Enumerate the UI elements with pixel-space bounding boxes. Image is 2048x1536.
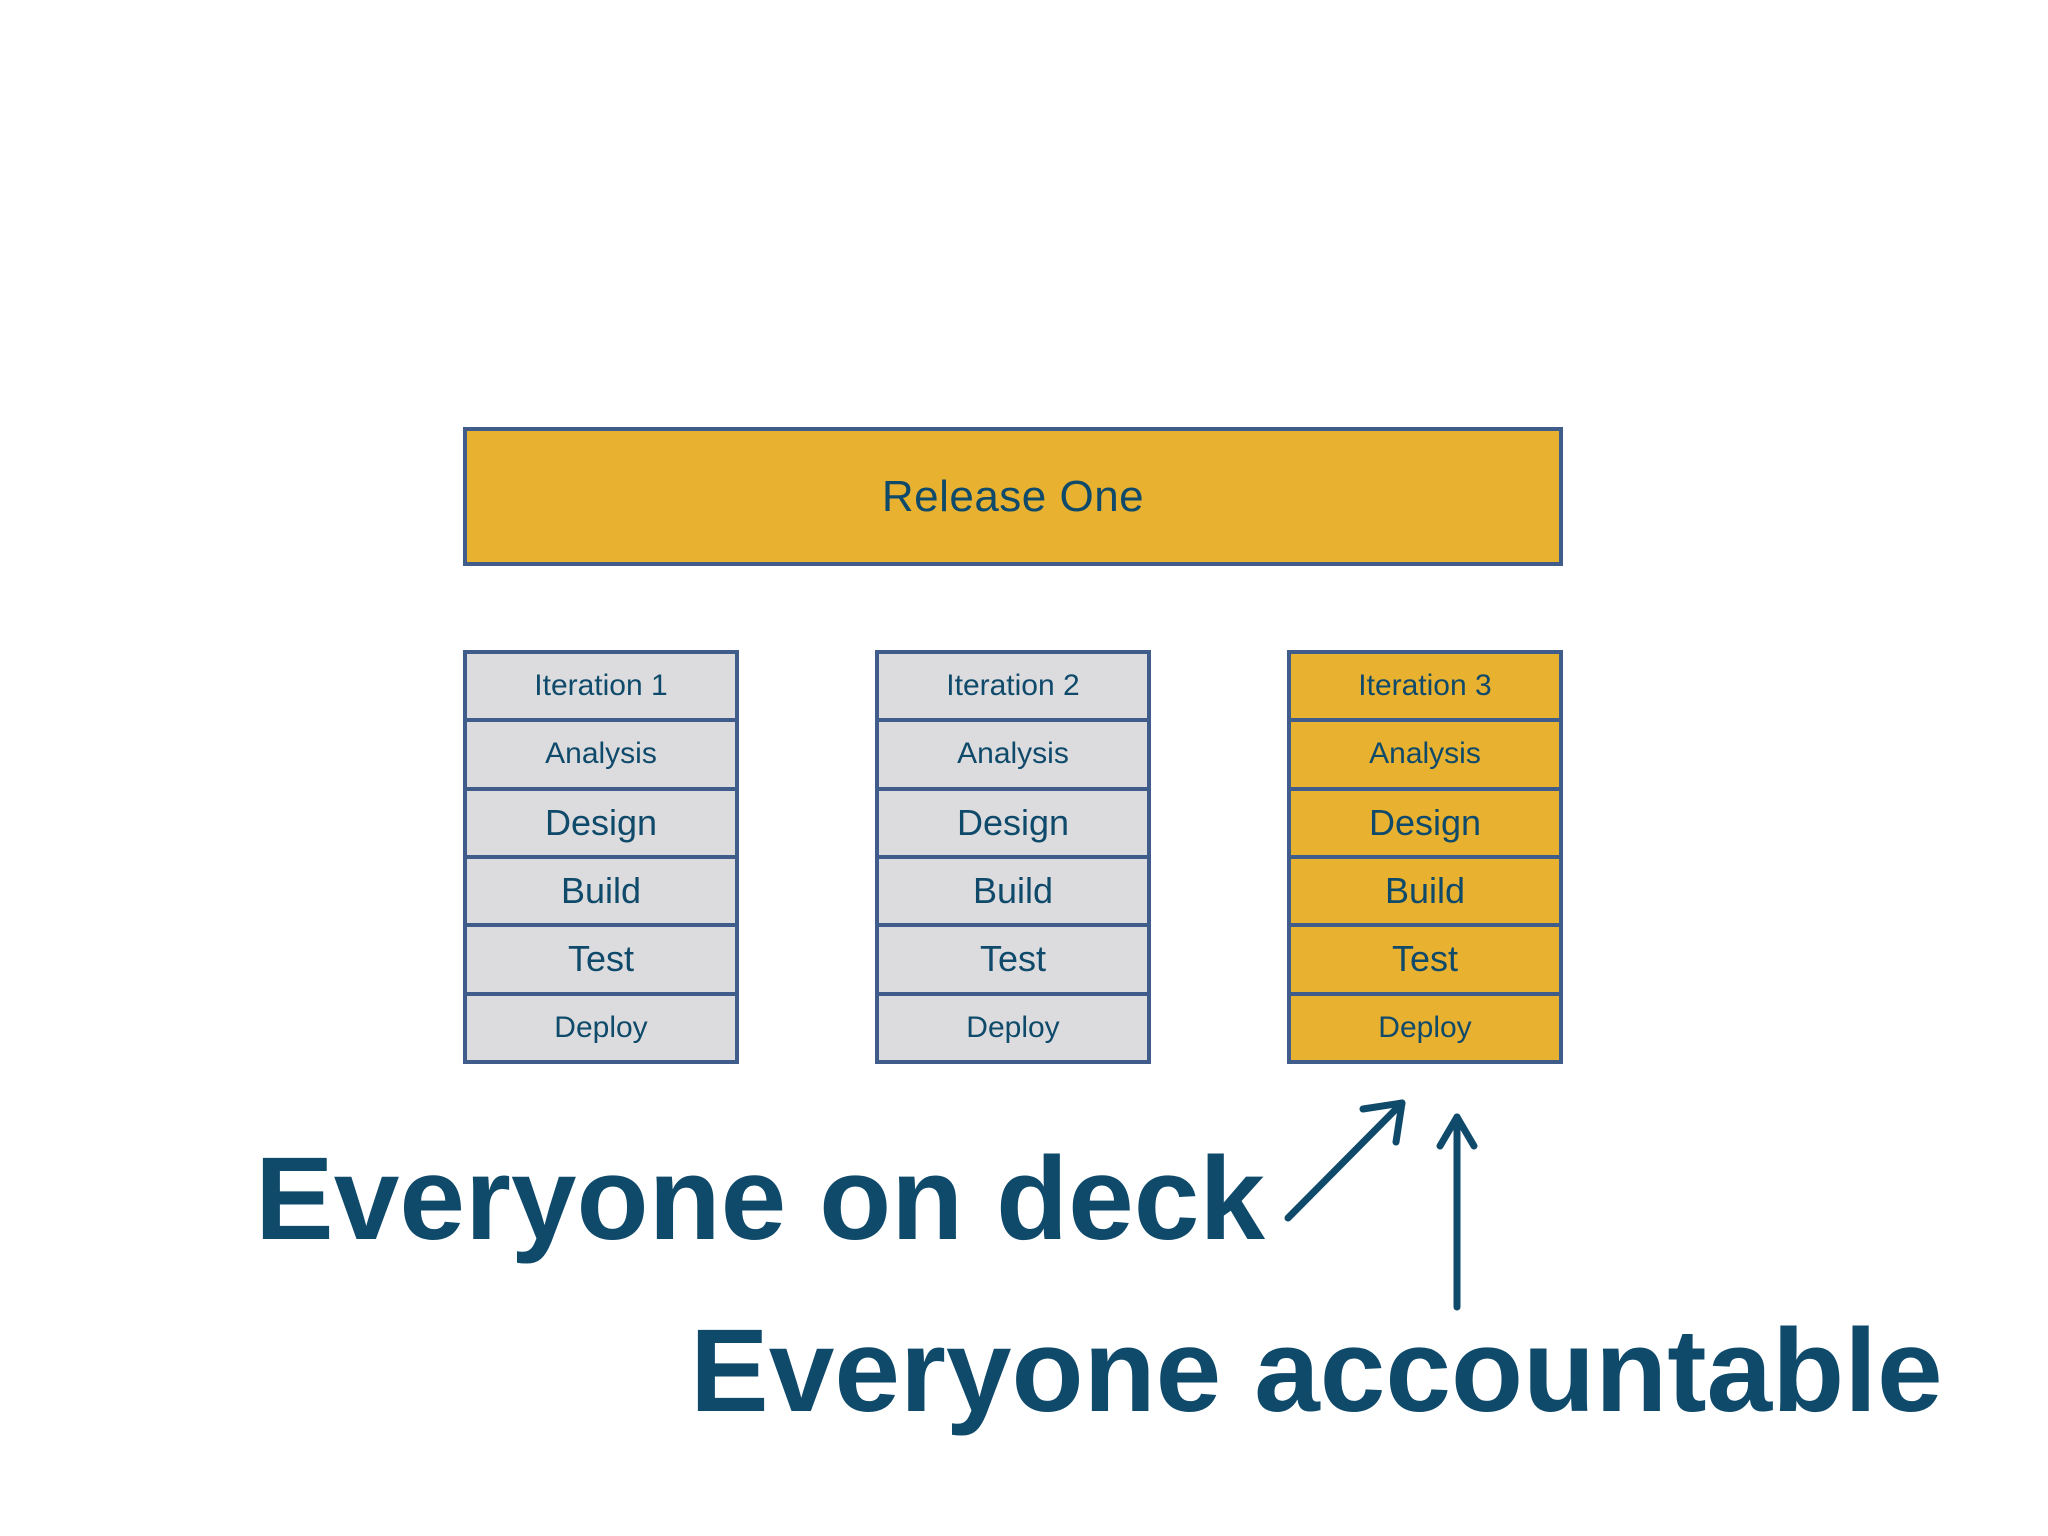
- iteration-2-column: Iteration 2 Analysis Design Build Test D…: [875, 650, 1151, 1064]
- diagonal-arrow-icon: [1284, 1099, 1406, 1222]
- iteration-title: Iteration 1: [467, 654, 735, 719]
- phase-test: Test: [879, 927, 1147, 992]
- phase-build: Build: [879, 858, 1147, 924]
- release-box: Release One: [463, 427, 1563, 566]
- iteration-title: Iteration 2: [879, 654, 1147, 719]
- release-label: Release One: [881, 471, 1145, 521]
- phase-deploy: Deploy: [467, 995, 735, 1060]
- phase-build: Build: [467, 858, 735, 924]
- phase-design: Design: [1291, 790, 1559, 855]
- phase-design: Design: [879, 790, 1147, 855]
- phase-design: Design: [467, 790, 735, 855]
- phase-deploy: Deploy: [879, 995, 1147, 1060]
- phase-build: Build: [1291, 858, 1559, 924]
- iteration-1-column: Iteration 1 Analysis Design Build Test D…: [463, 650, 739, 1064]
- vertical-arrow-icon: [1436, 1113, 1478, 1311]
- iteration-3-column: Iteration 3 Analysis Design Build Test D…: [1287, 650, 1563, 1064]
- phase-analysis: Analysis: [1291, 722, 1559, 787]
- caption-everyone-on-deck: Everyone on deck: [255, 1133, 1265, 1265]
- phase-test: Test: [467, 927, 735, 992]
- phase-analysis: Analysis: [879, 722, 1147, 787]
- iteration-title: Iteration 3: [1291, 654, 1559, 719]
- phase-analysis: Analysis: [467, 722, 735, 787]
- caption-everyone-accountable: Everyone accountable: [690, 1305, 1943, 1437]
- phase-test: Test: [1291, 927, 1559, 992]
- phase-deploy: Deploy: [1291, 995, 1559, 1060]
